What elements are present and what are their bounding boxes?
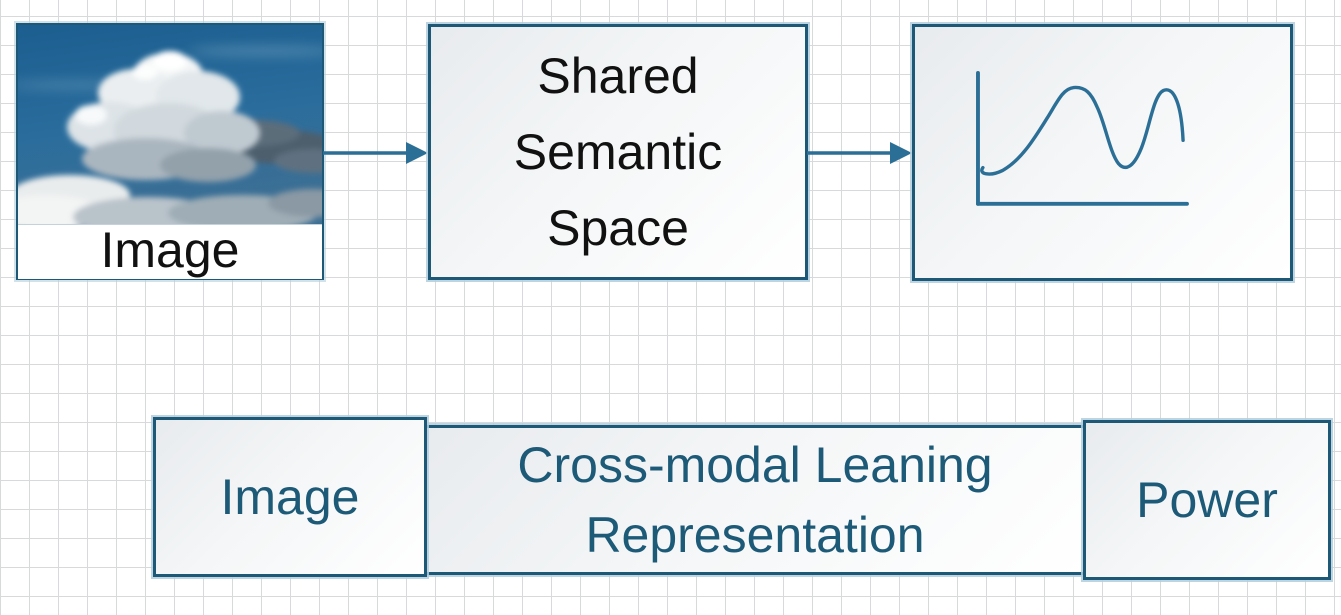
shared-semantic-space-label: Shared Semantic Space <box>513 48 723 256</box>
crossmodal-representation-box: Cross-modal Leaning Representation <box>420 425 1090 575</box>
bottom-image-box: Image <box>153 417 427 577</box>
image-node-caption: Image <box>18 224 322 279</box>
arrow-shared-space-to-signal-icon <box>807 142 912 164</box>
crossmodal-representation-label: Cross-modal Leaning Representation <box>517 437 993 563</box>
image-node: Image <box>16 23 324 280</box>
arrow-image-to-shared-space-icon <box>323 142 428 164</box>
cloud-photo-image <box>18 25 322 224</box>
power-label: Power <box>1136 472 1278 528</box>
signal-node <box>912 24 1293 281</box>
shared-semantic-space-box: Shared Semantic Space <box>428 24 808 280</box>
cloud-photo-illustration <box>18 25 322 224</box>
signal-curve-icon <box>976 70 1189 206</box>
bottom-image-label: Image <box>220 469 360 525</box>
power-box: Power <box>1083 420 1331 580</box>
